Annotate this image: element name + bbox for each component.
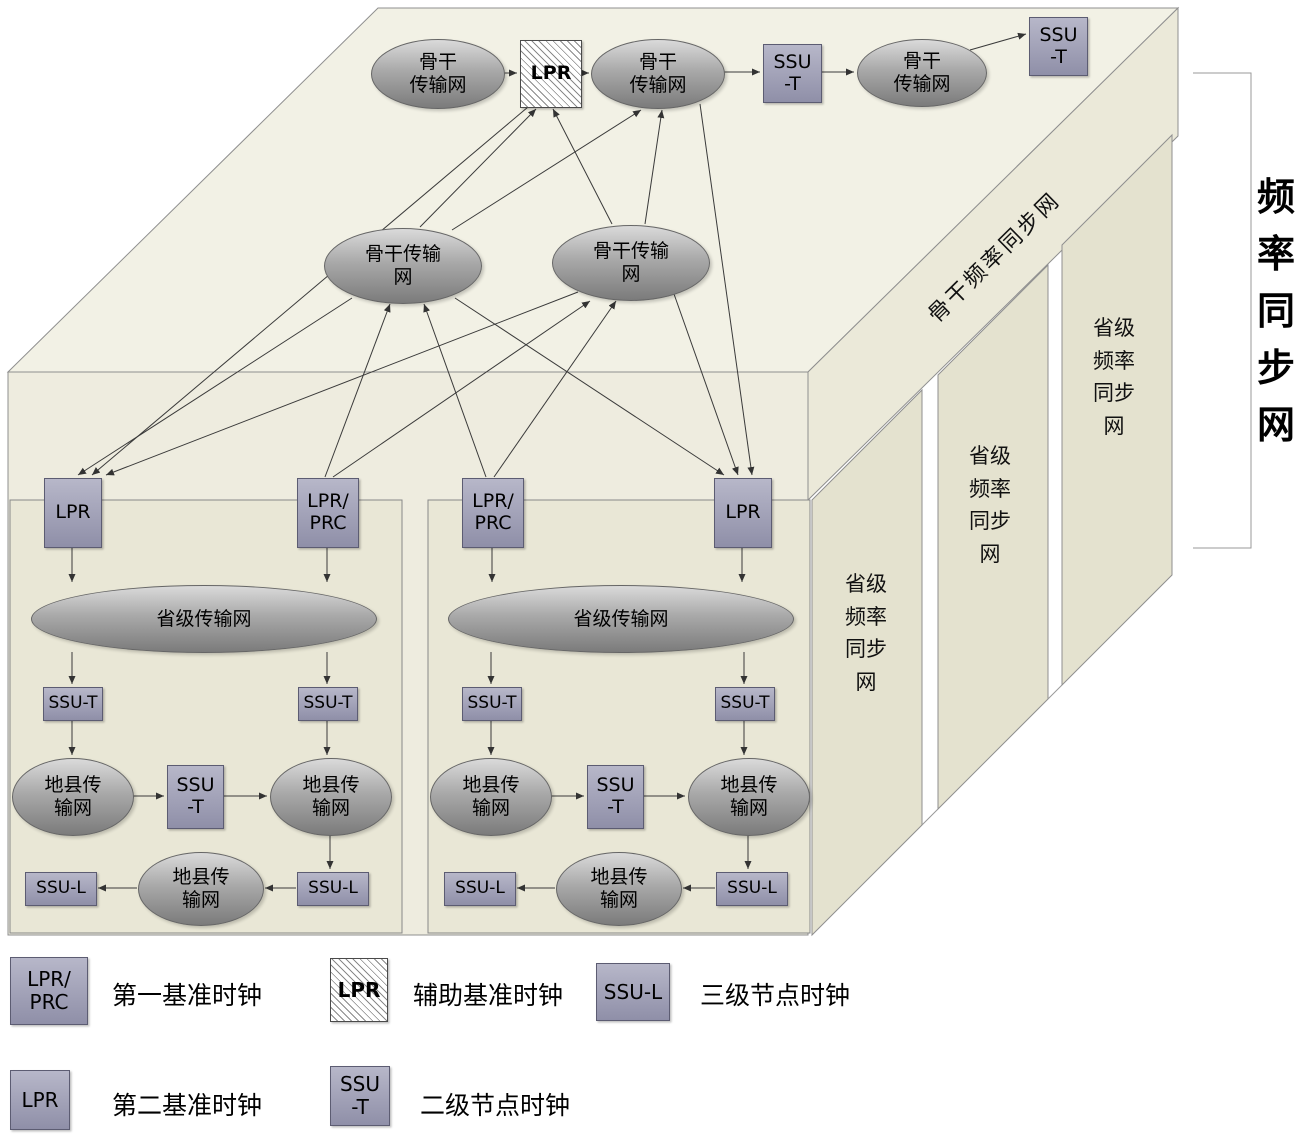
- backbone-network-ellipse: 骨干 传输网: [857, 39, 987, 107]
- ssu-l-box: SSU-L: [716, 872, 788, 906]
- county-network-ellipse: 地县传 输网: [270, 758, 392, 836]
- ssu-t-box: SSU -T: [587, 765, 644, 829]
- aux-lpr-hatched-box: LPR: [520, 40, 582, 108]
- legend-label: 辅助基准时钟: [413, 981, 564, 1010]
- lpr-prc-box: LPR/ PRC: [462, 478, 524, 548]
- arrow: [324, 303, 391, 478]
- arrow: [77, 297, 353, 476]
- backbone-network-ellipse: 骨干传输 网: [324, 228, 482, 304]
- arrow: [454, 297, 725, 476]
- county-network-ellipse: 地县传 输网: [688, 758, 810, 836]
- legend-lpr-box: LPR: [10, 1070, 70, 1130]
- county-network-ellipse: 地县传 输网: [138, 852, 264, 926]
- county-network-ellipse: 地县传 输网: [12, 758, 134, 836]
- arrow: [423, 303, 487, 478]
- legend-label: 二级节点时钟: [420, 1091, 571, 1120]
- arrow: [451, 109, 642, 231]
- arrow: [699, 103, 755, 476]
- ssu-t-box: SSU -T: [1029, 17, 1088, 76]
- ssu-t-box: SSU -T: [167, 765, 224, 829]
- arrow: [332, 300, 591, 478]
- ssu-t-box: SSU-T: [462, 687, 522, 721]
- side-panel-label: 省级 频率 同步 网: [1093, 316, 1135, 438]
- ssu-l-box: SSU-L: [444, 872, 516, 906]
- ssu-t-box: SSU -T: [763, 44, 822, 103]
- lpr-prc-box: LPR/ PRC: [297, 478, 359, 548]
- arrow: [673, 293, 739, 476]
- provincial-network-ellipse: 省级传输网: [448, 585, 794, 653]
- legend-label: 三级节点时钟: [700, 981, 851, 1010]
- provincial-network-ellipse: 省级传输网: [31, 585, 377, 653]
- side-panel-label: 省级 频率 同步 网: [969, 444, 1011, 566]
- arrow: [419, 108, 537, 228]
- edge: [921, 808, 939, 826]
- legend-aux-lpr-hatched-box: LPR: [330, 958, 388, 1022]
- lpr-box: LPR: [44, 478, 102, 548]
- arrow: [493, 300, 617, 478]
- backbone-network-ellipse: 骨干 传输网: [371, 39, 505, 109]
- arrow: [91, 106, 529, 476]
- bracket: [1193, 72, 1252, 549]
- diagram-title: 频 率 同 步 网: [1256, 174, 1295, 447]
- backbone-network-ellipse: 骨干 传输网: [591, 39, 725, 109]
- edge: [1047, 684, 1063, 700]
- ssu-l-box: SSU-L: [297, 872, 369, 906]
- backbone-network-ellipse: 骨干传输 网: [552, 225, 710, 301]
- arrow: [552, 108, 613, 225]
- legend-label: 第二基准时钟: [112, 1091, 263, 1120]
- side-panel-3: [1061, 133, 1173, 687]
- lpr-box: LPR: [714, 478, 772, 548]
- arrow: [105, 291, 579, 476]
- county-network-ellipse: 地县传 输网: [430, 758, 552, 836]
- arrow: [969, 32, 1027, 51]
- legend-ssu-t-box: SSU -T: [330, 1066, 390, 1126]
- legend-lpr-prc-box: LPR/ PRC: [10, 957, 88, 1025]
- arrow: [644, 109, 665, 225]
- ssu-t-box: SSU-T: [298, 687, 358, 721]
- legend-label: 第一基准时钟: [112, 981, 263, 1010]
- ssu-l-box: SSU-L: [25, 872, 97, 906]
- legend-ssu-l-box: SSU-L: [596, 963, 670, 1021]
- ssu-t-box: SSU-T: [715, 687, 775, 721]
- side-panel-label: 省级 频率 同步 网: [845, 572, 887, 694]
- ssu-t-box: SSU-T: [43, 687, 103, 721]
- county-network-ellipse: 地县传 输网: [556, 852, 682, 926]
